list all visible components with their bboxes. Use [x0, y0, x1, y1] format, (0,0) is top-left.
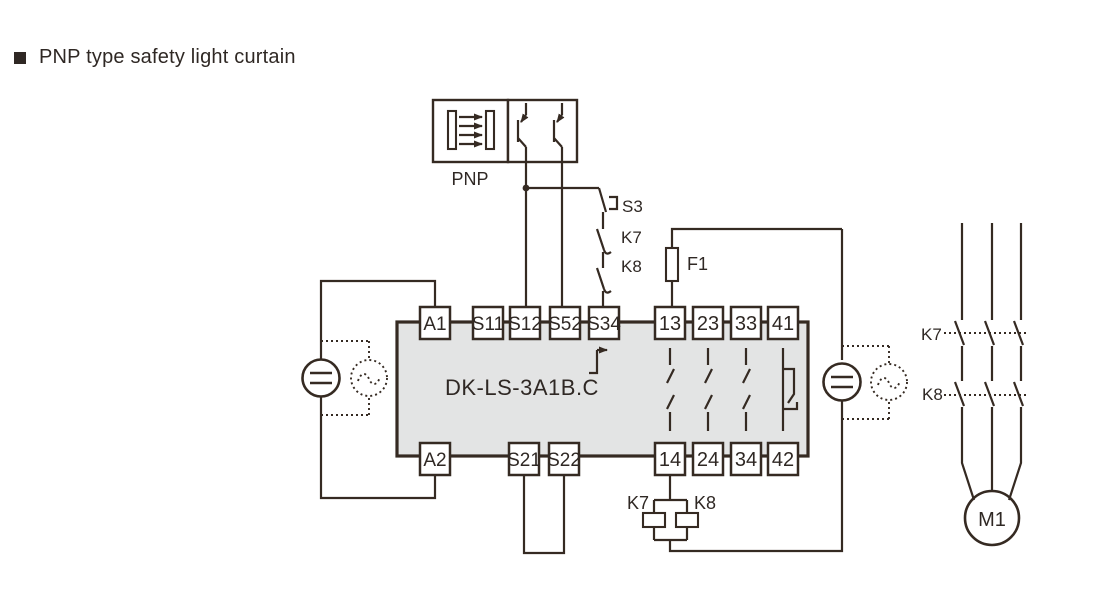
wire-segment [652, 475, 689, 513]
fuse-icon [664, 246, 680, 283]
terminal-label: S34 [587, 314, 621, 335]
terminal-label: A2 [423, 450, 446, 471]
fuse-branch: F1 [664, 227, 842, 307]
k8-coil-label: K8 [694, 493, 716, 513]
three-phase-lines [960, 223, 1023, 320]
terminal-label: 23 [697, 313, 719, 335]
k7-contactor-label: K7 [921, 325, 942, 344]
k8-coil-icon [674, 511, 700, 529]
wire-segment [319, 279, 437, 360]
no-contact-icon [742, 348, 751, 431]
k8-chain-label: K8 [621, 257, 642, 276]
terminal-s11: S11 [471, 305, 505, 341]
contactor-coils: K7 K8 [627, 475, 716, 542]
terminal-14: 14 [653, 441, 687, 477]
k7-coil-label: K7 [627, 493, 649, 513]
terminal-label: 41 [772, 313, 794, 335]
ac-supply-alt-icon [321, 340, 388, 416]
fuse-label: F1 [687, 254, 708, 274]
k7-power-contact-icon [944, 320, 1028, 346]
s3-label: S3 [622, 197, 643, 216]
terminal-a1: A1 [418, 305, 452, 341]
terminal-label: S12 [508, 314, 542, 335]
wire-segment [652, 527, 689, 542]
terminal-24: 24 [691, 441, 725, 477]
light-curtain-output-box [506, 98, 579, 164]
terminal-label: A1 [423, 314, 446, 335]
light-curtain-symbol: PNP [431, 98, 579, 189]
left-power-supply [301, 279, 437, 500]
relay-model-label: DK-LS-3A1B.C [445, 375, 599, 400]
terminal-s52: S52 [548, 305, 582, 341]
rising-edge-trigger-icon [589, 346, 608, 375]
terminal-label: S11 [472, 314, 504, 335]
k7-chain-label: K7 [621, 228, 642, 247]
terminal-a2: A2 [418, 441, 452, 477]
nc-contact-icon [781, 348, 799, 431]
s21-s22-jumper-wire [522, 475, 566, 555]
k8-power-contact-icon [944, 381, 1028, 407]
wire-segment [670, 227, 842, 248]
k8-feedback-contact-icon [595, 267, 612, 307]
terminal-label: S52 [548, 314, 582, 335]
reset-feedback-chain: S3 K7 K8 [595, 187, 643, 307]
wire-segment [668, 401, 844, 553]
sensor-output-wiring [522, 162, 599, 307]
terminal-s12: S12 [508, 305, 542, 341]
light-beam-icon [446, 109, 496, 151]
terminal-42: 42 [766, 441, 800, 477]
page-title: PNP type safety light curtain [39, 46, 296, 68]
wire-segment [319, 397, 437, 500]
terminal-label: 42 [772, 449, 794, 471]
relay-body [395, 320, 810, 458]
terminal-41: 41 [766, 305, 800, 341]
terminal-label: S22 [547, 450, 581, 471]
k8-contactor-label: K8 [922, 385, 943, 404]
k7-feedback-contact-icon [595, 228, 612, 268]
motor-power-branch: K7 K8 M1 [921, 223, 1028, 547]
terminal-s21: S21 [507, 441, 541, 477]
terminal-label: S21 [507, 450, 541, 471]
ac-supply-alt-icon [842, 345, 908, 420]
terminal-s22: S22 [547, 441, 581, 477]
terminal-23: 23 [691, 305, 725, 341]
section-header: PNP type safety light curtain [14, 46, 296, 69]
pnp-type-label: PNP [451, 169, 488, 189]
square-bullet-icon [14, 51, 26, 64]
dc-supply-icon [301, 358, 341, 398]
light-curtain-emitter-box [431, 98, 510, 164]
dc-supply-icon [822, 362, 862, 402]
terminal-s34: S34 [587, 305, 621, 341]
terminal-34: 34 [729, 441, 763, 477]
terminal-label: 13 [659, 313, 681, 335]
terminal-label: 34 [735, 449, 757, 471]
pnp-transistor-icon [516, 103, 565, 162]
motor-label: M1 [978, 509, 1006, 531]
no-contact-icon [704, 348, 713, 431]
terminal-label: 24 [697, 449, 719, 471]
wire-segment [960, 407, 1023, 501]
pushbutton-s3-icon [597, 187, 619, 229]
terminal-label: 14 [659, 449, 681, 471]
terminal-label: 33 [735, 313, 757, 335]
motor-icon: M1 [963, 489, 1021, 547]
terminal-13: 13 [653, 305, 687, 341]
terminal-33: 33 [729, 305, 763, 341]
no-contact-icon [666, 348, 675, 431]
safety-relay-module: DK-LS-3A1B.C A1 [395, 305, 810, 477]
wire-segment [960, 346, 1023, 381]
k7-coil-icon [641, 511, 667, 529]
right-power-supply [668, 229, 908, 553]
